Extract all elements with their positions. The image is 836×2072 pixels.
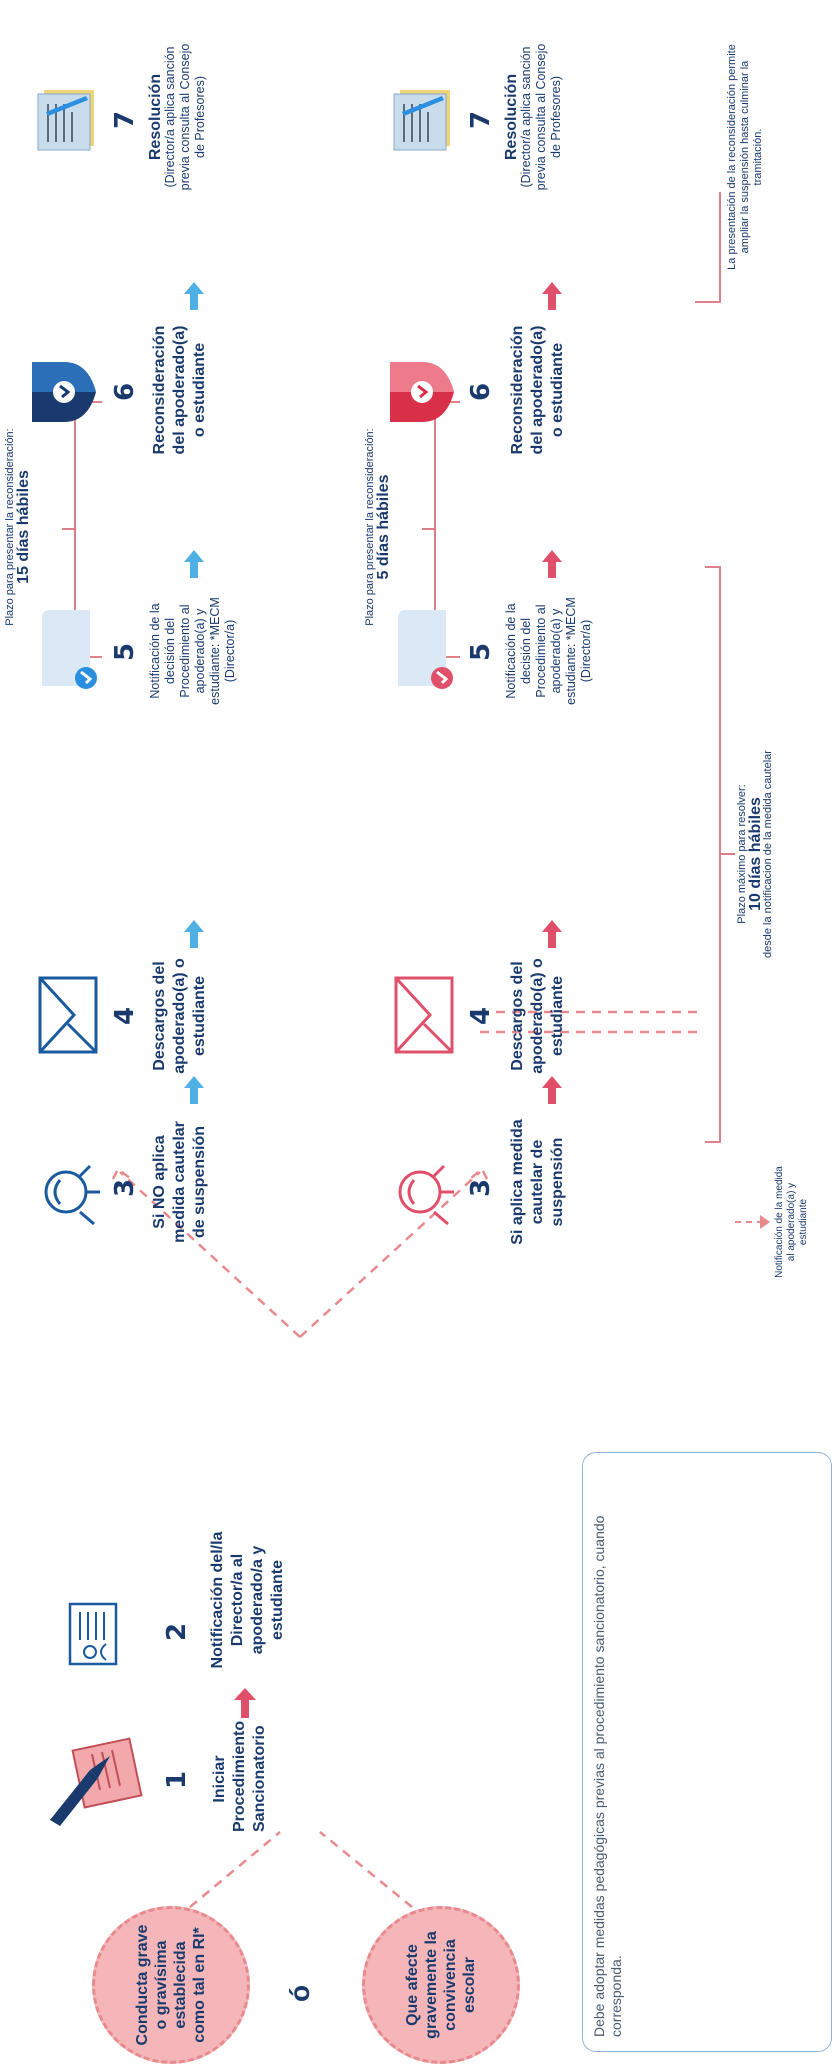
document-icon	[68, 1602, 118, 1666]
step-1-number: 1	[162, 1770, 192, 1790]
shield-check-icon	[32, 362, 96, 422]
no-step-4-number: 4	[110, 1006, 140, 1026]
no-step-6-number: 6	[110, 382, 140, 402]
scroll-x-icon	[398, 610, 453, 689]
envelope-icon	[394, 976, 454, 1054]
no-step-4-label: Descargos del apoderado(a) o estudiante	[151, 958, 208, 1074]
no-step-5-label: Notificación de la decisión del Procedim…	[148, 597, 237, 705]
yes-step-7-number: 7	[466, 110, 496, 130]
hand-pointer-icon	[44, 1164, 100, 1226]
no-step-3-label: Si NO aplica medida cautelar de suspensi…	[151, 1121, 208, 1243]
no-step-7-title: Resolución	[147, 73, 164, 161]
recon-note: La presentación de la reconsideración pe…	[726, 44, 764, 270]
yes-step-5-number: 5	[466, 642, 496, 662]
no-step-7-text: Resolución(Director/a aplica sanción pre…	[147, 43, 207, 191]
arrow-right-icon	[542, 920, 562, 948]
yes-step-3-label: Si aplica medida cautelar de suspensión	[509, 1119, 566, 1245]
yes-step-6-number: 6	[466, 382, 496, 402]
arrow-right-icon	[542, 550, 562, 578]
arrow-right-icon	[184, 282, 204, 310]
notif-medida-note: Notificación de la medida al apoderado(a…	[774, 1166, 809, 1278]
max-plazo-label: Plazo máximo para resolver:10 días hábil…	[736, 750, 774, 958]
resolution-document-icon	[393, 90, 450, 151]
no-step-7-number: 7	[110, 110, 140, 130]
no-step-5-number: 5	[110, 642, 140, 662]
yes-step-7-text: Resolución(Director/a aplica sanción pre…	[503, 43, 563, 191]
arrow-right-icon	[542, 282, 562, 310]
yes-step-3-number: 3	[466, 1178, 496, 1198]
footer-note-box: Debe adoptar medidas pedagógicas previas…	[582, 1452, 832, 2052]
shield-check-icon	[390, 362, 454, 422]
footer-note: Debe adoptar medidas pedagógicas previas…	[591, 1515, 624, 2037]
step-2-label: Notificación del/la Director/a al apoder…	[209, 1531, 286, 1669]
resolution-document-icon	[37, 90, 94, 151]
arrow-right-icon	[184, 1076, 204, 1104]
pen-document-icon	[50, 1737, 143, 1826]
yes-step-4-label: Descargos del apoderado(a) o estudiante	[509, 958, 566, 1074]
step-1-label: Iniciar Procedimiento Sancionatorio	[211, 1720, 268, 1832]
no-step-6-label: Reconsideración del apoderado(a) o estud…	[151, 325, 208, 455]
yes-step-4-number: 4	[466, 1006, 496, 1026]
yes-step-5-label: Notificación de la decisión del Procedim…	[504, 597, 593, 705]
no-plazo-label: Plazo para presentar la reconsideración:…	[4, 428, 32, 626]
no-step-3-number: 3	[110, 1178, 140, 1198]
yes-plazo-label: Plazo para presentar la reconsideración:…	[364, 428, 392, 626]
arrow-right-icon	[234, 1688, 256, 1718]
yes-step-7-title: Resolución	[503, 73, 520, 161]
arrow-right-icon	[184, 920, 204, 948]
envelope-icon	[38, 976, 98, 1054]
arrow-right-icon	[184, 550, 204, 578]
arrow-right-icon	[542, 1076, 562, 1104]
hand-pointer-icon	[398, 1164, 454, 1226]
yes-step-6-label: Reconsideración del apoderado(a) o estud…	[509, 325, 566, 455]
scroll-check-icon	[42, 610, 97, 689]
step-2-number: 2	[162, 1622, 192, 1642]
